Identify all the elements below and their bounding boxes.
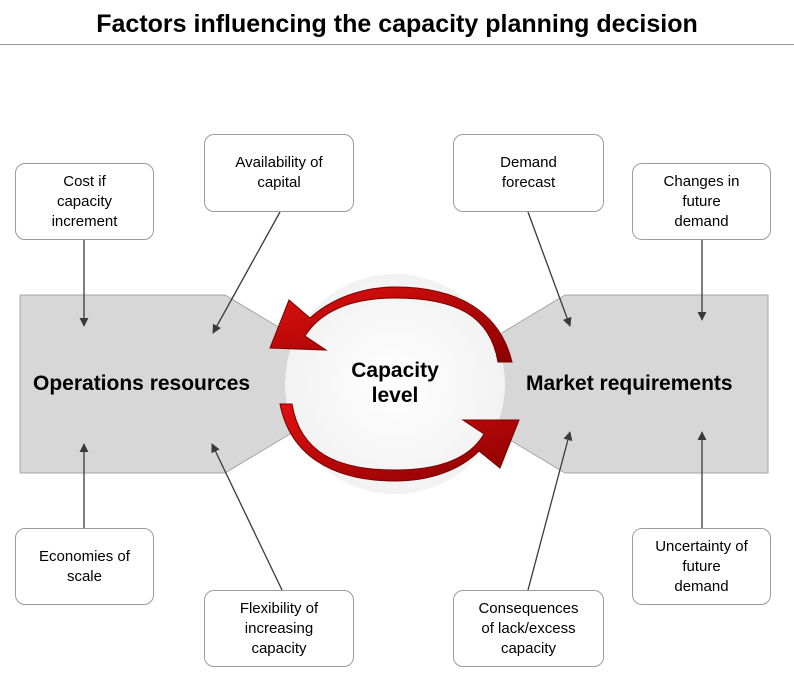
factor-line: capacity <box>56 192 112 210</box>
factor-line: Demand <box>500 154 557 171</box>
factor-demand-forecast: Demand forecast <box>453 134 604 212</box>
factor-availability-capital: Availability of capital <box>204 134 354 212</box>
factor-line: future <box>682 192 721 210</box>
factor-line: increment <box>51 212 118 230</box>
factor-changes-future-demand: Changes in future demand <box>632 163 771 240</box>
factor-line: of lack/excess <box>481 619 576 637</box>
factor-line: forecast <box>501 174 556 191</box>
factor-line: Consequences <box>478 599 579 617</box>
factor-line: capacity <box>500 639 556 657</box>
capacity-level-circle <box>285 274 505 494</box>
connector-demand-forecast <box>527 211 572 327</box>
factor-line: capital <box>257 174 301 191</box>
factor-line: capacity <box>251 639 307 657</box>
factor-line: demand <box>674 212 729 230</box>
connector-flexibility-capacity <box>211 443 283 591</box>
capacity-level-label: Capacity level <box>335 358 455 408</box>
factor-line: Availability of <box>235 154 323 171</box>
factor-line: Cost if <box>63 172 106 190</box>
cycle-arrow-top-icon <box>269 286 513 363</box>
factor-line: Changes in <box>663 172 740 190</box>
connector-consequences-capacity <box>527 431 573 591</box>
factor-line: demand <box>674 577 729 595</box>
capacity-level-line1: Capacity <box>351 359 439 382</box>
factor-line: Uncertainty of <box>655 537 748 555</box>
page-title: Factors influencing the capacity plannin… <box>96 10 698 38</box>
operations-resources-label: Operations resources <box>33 372 251 395</box>
factor-cost-increment: Cost if capacity increment <box>15 163 154 240</box>
factor-economies-scale: Economies of scale <box>15 528 154 605</box>
cycle-arrow-bottom-icon <box>279 403 520 482</box>
factor-line: future <box>682 557 721 575</box>
factor-flexibility-capacity: Flexibility of increasing capacity <box>204 590 354 667</box>
factor-line: Economies of <box>39 547 130 565</box>
factor-consequences-capacity: Consequences of lack/excess capacity <box>453 590 604 667</box>
connector-availability-capital <box>212 211 281 334</box>
factor-uncertainty-demand: Uncertainty of future demand <box>632 528 771 605</box>
factor-line: scale <box>66 567 102 585</box>
title-divider <box>0 44 794 45</box>
capacity-level-line2: level <box>371 384 419 407</box>
factor-line: increasing <box>244 619 314 637</box>
factor-line: Flexibility of <box>239 599 319 617</box>
market-requirements-label: Market requirements <box>526 372 733 395</box>
